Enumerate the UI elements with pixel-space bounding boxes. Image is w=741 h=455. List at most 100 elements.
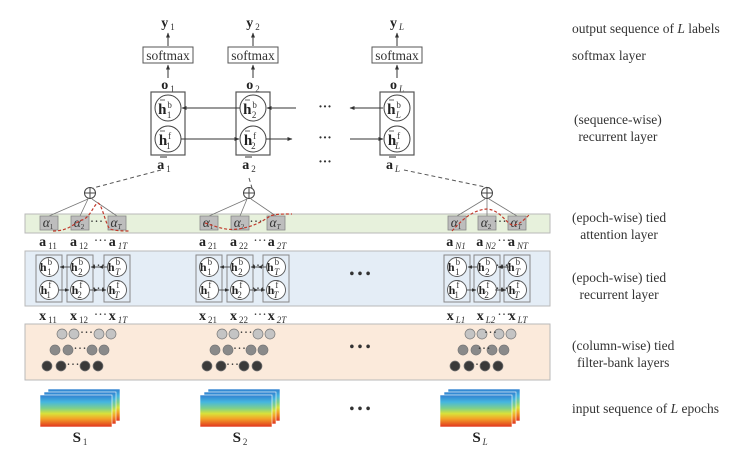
filterbank-layer-label: (column-wise) tied filter-bank layers — [572, 337, 674, 371]
attention-weight-box — [266, 215, 286, 231]
attention-weight-label: α2 — [74, 215, 85, 231]
attention-weight-box — [199, 215, 219, 231]
attention-weight-box — [477, 215, 497, 231]
attention-connector — [208, 198, 248, 217]
forward-state-node — [199, 280, 219, 300]
softmax-layer-label: softmax layer — [572, 47, 646, 64]
softmax-label: softmax — [375, 48, 419, 63]
column-ellipsis: • • • — [350, 266, 371, 281]
ellipsis: ··· — [253, 307, 267, 322]
attention-connector — [48, 198, 89, 217]
column-ellipsis: • • • — [350, 339, 371, 354]
filter-unit — [41, 360, 53, 372]
label-line: (epoch-wise) tied — [572, 270, 667, 285]
filter-unit — [98, 344, 110, 356]
epoch-recurrent-box — [503, 254, 531, 303]
epoch-recurrent-box — [226, 254, 254, 303]
ellipsis: ··· — [318, 99, 332, 114]
filter-unit — [476, 328, 488, 340]
ellipsis: ··· — [92, 281, 106, 296]
filter-unit — [245, 344, 257, 356]
epoch-recurrent-box — [66, 254, 94, 303]
spectrogram-stack — [439, 388, 521, 428]
forward-state-node — [107, 280, 127, 300]
ellipsis: ··· — [233, 341, 247, 356]
ellipsis: ··· — [497, 307, 511, 322]
attention-weight-label: α1 — [43, 215, 54, 231]
filter-unit — [238, 360, 250, 372]
ellipsis: ··· — [239, 325, 253, 340]
ellipsis: ··· — [94, 233, 108, 248]
ellipsis: ··· — [470, 357, 484, 372]
attention-weight-box — [507, 215, 527, 231]
ellipsis: ··· — [80, 325, 94, 340]
attention-weight-box — [70, 215, 90, 231]
input-sequence-label: input sequence of L epochs — [572, 400, 719, 417]
attention-weight-box — [230, 215, 250, 231]
filter-unit — [201, 360, 213, 372]
attention-connector — [79, 198, 89, 217]
label-text: input sequence of — [572, 401, 671, 416]
label-line: (sequence-wise) — [574, 112, 662, 127]
filter-unit — [457, 344, 469, 356]
filter-unit — [479, 360, 491, 372]
label-text-italic: L — [677, 21, 685, 36]
forward-state-node — [230, 280, 250, 300]
backward-state-node — [266, 257, 286, 277]
ellipsis: ··· — [251, 258, 265, 273]
label-text: labels — [684, 21, 720, 36]
filter-unit — [209, 344, 221, 356]
ellipsis: ··· — [318, 154, 332, 169]
epoch-recurrent-layer-label: (epoch-wise) tied recurrent layer — [572, 269, 666, 303]
attention-connector — [488, 198, 518, 217]
filter-unit — [449, 360, 461, 372]
backward-state-node — [447, 257, 467, 277]
filter-unit — [216, 328, 228, 340]
attention-weight-curve — [52, 202, 131, 232]
backward-state-node — [107, 257, 127, 277]
filter-unit — [55, 360, 67, 372]
ellipsis: ··· — [493, 214, 507, 229]
filter-unit — [492, 360, 504, 372]
dashed-connector — [248, 177, 253, 189]
forward-state-node — [39, 280, 59, 300]
backward-state-node — [70, 257, 90, 277]
backward-state-node — [154, 94, 182, 122]
forward-state-node — [507, 280, 527, 300]
label-text: output sequence of — [572, 21, 678, 36]
forward-state-node — [70, 280, 90, 300]
spectrogram-stack — [39, 388, 121, 428]
ellipsis: ··· — [94, 307, 108, 322]
label-line: attention layer — [580, 227, 658, 242]
filter-unit — [493, 328, 505, 340]
dashed-connector — [92, 169, 162, 189]
label-text: softmax layer — [572, 48, 646, 63]
